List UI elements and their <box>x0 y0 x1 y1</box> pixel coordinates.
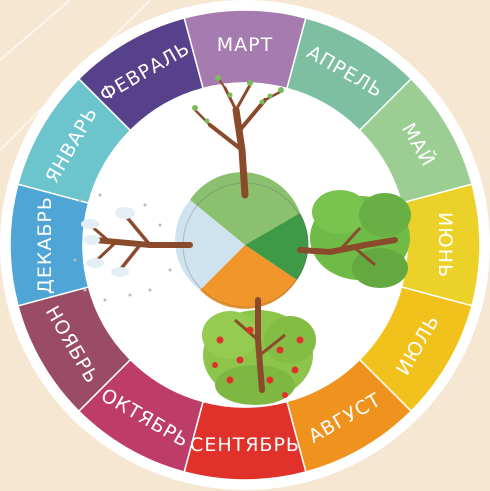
month-label: ДЕКАБРЬ <box>34 196 56 294</box>
month-label: ИЮНЬ <box>434 212 456 278</box>
summer-tree <box>297 190 411 288</box>
month-label: МАРТ <box>217 34 273 56</box>
spring-tree <box>193 77 282 199</box>
month-label: СЕНТЯБРЬ <box>190 434 300 456</box>
winter-sector <box>175 200 245 290</box>
spring-sector <box>190 172 300 245</box>
winter-tree <box>73 193 193 302</box>
month-ring <box>9 9 481 481</box>
spring-buds <box>192 75 284 124</box>
paper-line <box>0 0 71 61</box>
autumn-sector <box>200 245 297 309</box>
summer-sector <box>245 213 309 280</box>
autumn-tree <box>202 297 316 405</box>
